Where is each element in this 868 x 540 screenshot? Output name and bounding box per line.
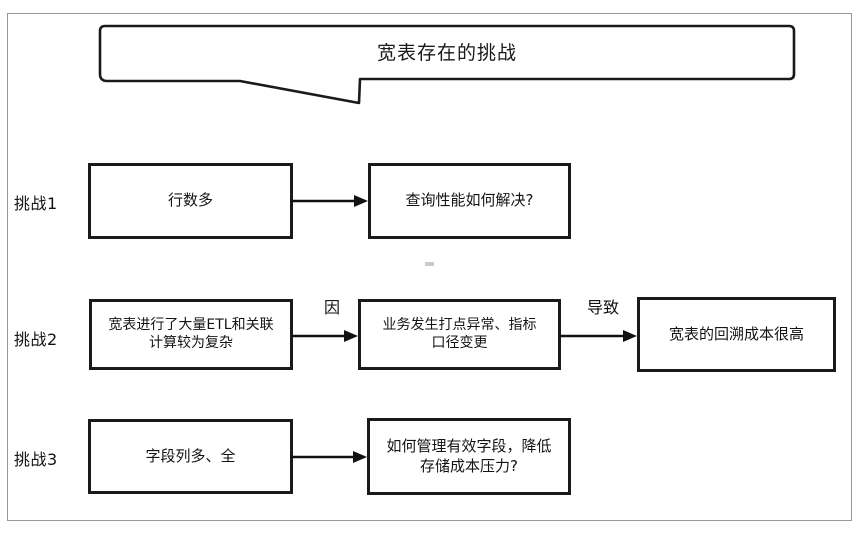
box-challenge-3-effect-text: 如何管理有效字段，降低 存储成本压力? xyxy=(386,437,552,475)
box-challenge-2-cause[interactable]: 宽表进行了大量ETL和关联 计算较为复杂 xyxy=(89,299,293,370)
box-challenge-2-effect[interactable]: 宽表的回溯成本很高 xyxy=(637,297,836,372)
row-label-challenge-3: 挑战3 xyxy=(14,450,58,469)
scan-artifact xyxy=(425,262,434,266)
edge-label-result: 导致 xyxy=(587,298,620,317)
arrow-challenge-2-first xyxy=(292,329,360,343)
box-challenge-3-cause[interactable]: 字段列多、全 xyxy=(88,419,293,494)
title-banner-shape xyxy=(98,24,796,105)
arrow-challenge-2-second xyxy=(560,329,639,343)
page-title: 宽表存在的挑战 xyxy=(376,41,517,64)
box-challenge-1-cause[interactable]: 行数多 xyxy=(88,163,293,239)
box-challenge-2-middle-text: 业务发生打点异常、指标 口径变更 xyxy=(382,316,537,351)
row-label-challenge-1: 挑战1 xyxy=(14,194,58,213)
title-banner: 宽表存在的挑战 xyxy=(97,23,797,105)
arrow-challenge-3 xyxy=(292,450,369,464)
box-challenge-2-cause-text: 宽表进行了大量ETL和关联 计算较为复杂 xyxy=(108,316,274,351)
arrow-challenge-1 xyxy=(292,194,370,208)
box-challenge-1-cause-text: 行数多 xyxy=(167,191,213,210)
box-challenge-2-effect-text: 宽表的回溯成本很高 xyxy=(668,324,804,343)
box-challenge-3-cause-text: 字段列多、全 xyxy=(145,446,236,465)
box-challenge-1-effect-text: 查询性能如何解决? xyxy=(405,191,534,210)
box-challenge-1-effect[interactable]: 查询性能如何解决? xyxy=(368,163,571,239)
box-challenge-2-middle[interactable]: 业务发生打点异常、指标 口径变更 xyxy=(358,299,561,370)
row-label-challenge-2: 挑战2 xyxy=(14,330,58,349)
edge-label-cause: 因 xyxy=(324,298,341,317)
box-challenge-3-effect[interactable]: 如何管理有效字段，降低 存储成本压力? xyxy=(367,418,571,495)
